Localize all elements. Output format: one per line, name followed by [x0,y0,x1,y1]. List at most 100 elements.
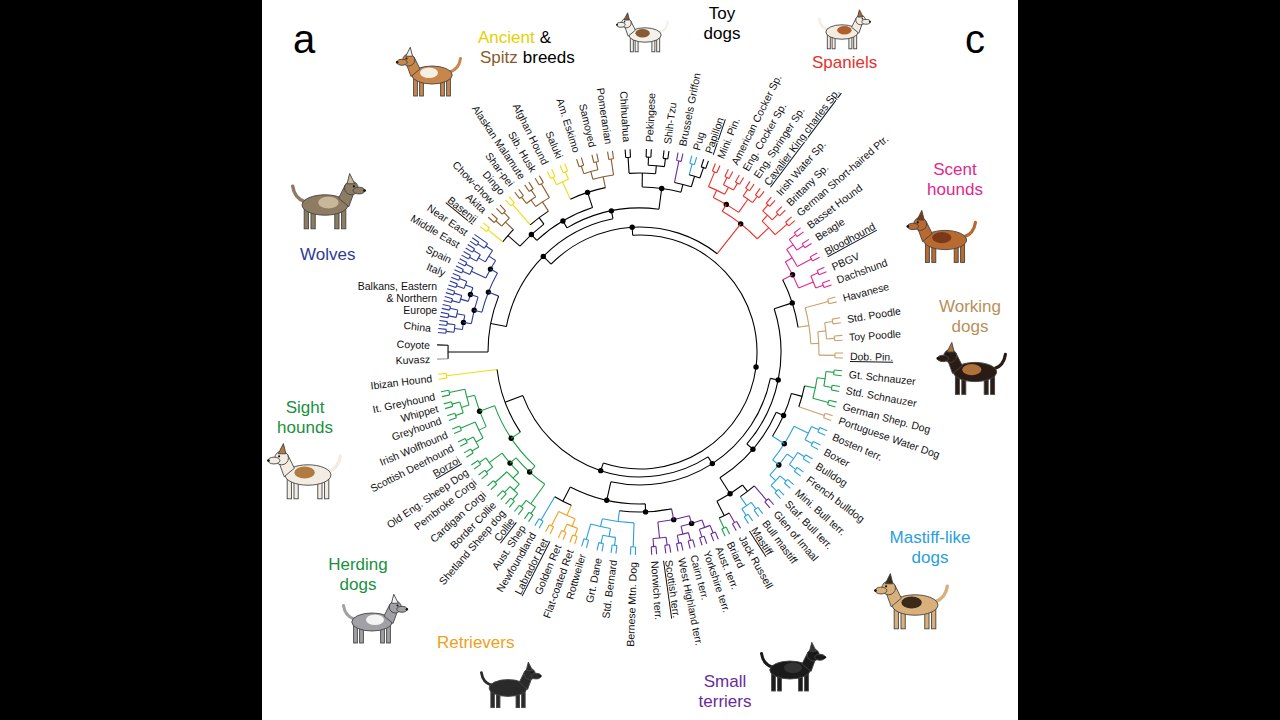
node-dot [486,289,491,294]
dog-pictures [267,10,1005,708]
tree-branch [602,544,604,552]
breed-label: Balkans, Eastern & Northern Europe [357,280,437,316]
tree-branch [824,418,832,421]
tree-branch [500,205,506,211]
dog-tail [819,19,827,30]
tree-branch [681,184,683,192]
tree-branch [454,328,462,329]
dog-eye [885,585,887,587]
tree-branch [483,223,489,228]
cavalier-picture [819,10,871,49]
tree-branch [734,183,738,190]
tree-branch [547,171,551,178]
tree-branch [709,172,715,187]
tree-branch [458,262,465,266]
tree-branch [803,459,810,463]
tree-branch [789,465,795,470]
tree-branch [535,178,539,185]
tree-branch [454,293,462,295]
tree-arc [551,227,717,264]
group-label: Retrievers [437,633,514,653]
tree-branch [780,476,786,481]
dog-nose [267,459,270,462]
tree-branch [655,546,657,554]
tree-branch [774,303,792,309]
dog-eye [862,18,864,20]
tree-branch [812,257,819,261]
tree-branch [759,191,764,197]
tree-branch [495,472,507,483]
doberman-picture [937,342,1006,394]
tree-branch [490,269,497,273]
tree-branch [451,277,458,280]
dog-tail [994,354,1005,368]
dog-snout [353,187,365,194]
node-dot [468,292,473,297]
tree-branch [794,426,808,433]
tree-branch [702,520,705,528]
tree-branch [460,259,467,263]
tree-branch [704,536,707,544]
dog-snout [907,223,918,229]
tree-branch [546,525,550,532]
tree-branch [465,285,472,288]
collie-picture [344,594,409,643]
dog-ear [278,444,286,454]
phylogenetic-tree [437,149,843,555]
tree-branch [811,446,818,450]
tree-branch [482,474,488,479]
breed-label: Coyote [397,337,431,350]
dog-patch [318,197,338,209]
tree-branch [691,176,694,187]
tree-branch [522,197,527,203]
tree-branch [699,529,702,537]
tree-branch [454,270,461,273]
labrador-picture [481,662,541,708]
papillon-picture [616,13,668,52]
tree-branch [754,486,766,500]
tree-branch [597,154,599,162]
tree-branch [449,418,457,421]
tree-branch [826,371,834,373]
tree-branch [442,308,450,310]
tree-branch [439,320,447,321]
dog-nose [396,61,398,63]
tree-branch [813,441,820,445]
tree-branch [794,471,800,476]
tree-branch [789,221,795,226]
tree-branch [778,489,784,495]
tree-branch [472,238,479,243]
tree-branch [805,440,812,444]
dog-snout [397,59,408,65]
tree-branch [689,164,692,175]
tree-branch [743,485,748,491]
tree-arc [502,453,519,472]
tree-branch [611,159,613,175]
dog-patch [635,29,649,37]
breed-label: Kuvasz [395,353,430,366]
tree-branch [670,545,671,553]
tree-branch [747,444,753,449]
dog-ear [810,642,817,651]
panel-letter: c [965,16,985,63]
tree-branch [828,297,836,299]
breed-label: Havanese [841,280,890,304]
borzoi-picture [267,444,340,499]
tree-arc [713,198,738,213]
tree-branch [582,539,584,547]
tree-branch [773,436,785,444]
dog-snout [875,587,887,594]
tree-branch [531,507,535,514]
tree-branch [786,217,792,222]
dog-snout [862,19,870,24]
dog-nose [539,675,541,677]
tree-branch [563,532,566,539]
tree-branch [509,501,514,507]
tree-branch [751,502,756,508]
tree-branch [766,197,771,203]
dog-patch [837,26,851,34]
tree-branch [531,484,545,503]
tree-branch [787,245,794,250]
tree-branch [674,161,678,183]
tree-branch [596,162,598,170]
